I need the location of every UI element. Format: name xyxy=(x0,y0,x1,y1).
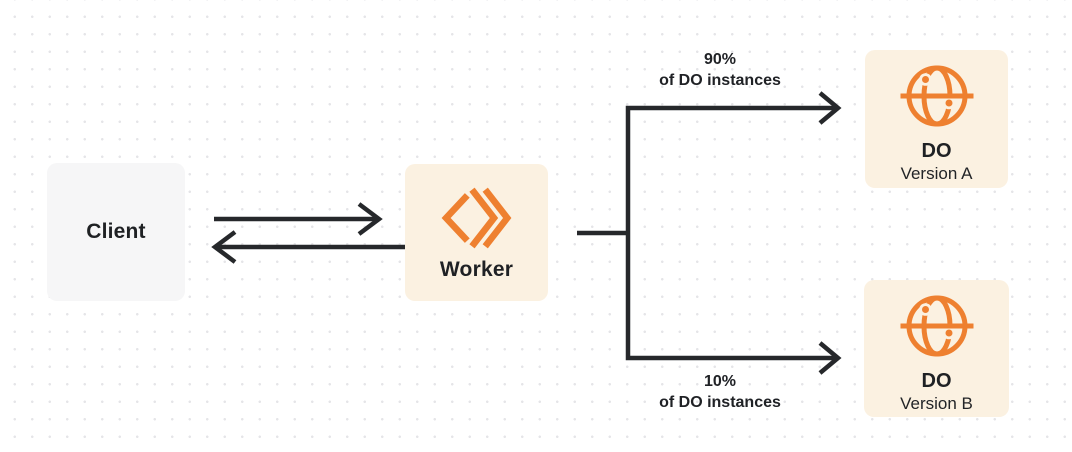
branch-b-percent: 10% xyxy=(703,373,737,390)
branch-split-line xyxy=(625,105,836,361)
branch-b-label: 10% of DO instances xyxy=(600,371,840,413)
do-version-a-node: DO Version A xyxy=(865,50,1008,188)
do-version-b-node: DO Version B xyxy=(864,280,1009,417)
branch-b-caption: of DO instances xyxy=(659,394,781,411)
worker-node: Worker xyxy=(405,164,548,301)
do-b-subtitle: Version B xyxy=(900,394,973,413)
client-label: Client xyxy=(86,220,146,243)
branch-a-percent: 90% xyxy=(703,51,737,68)
arrow-client-to-worker-head xyxy=(357,202,383,236)
arrow-to-version-b-head xyxy=(818,341,842,375)
arrow-to-version-a-head xyxy=(818,91,842,125)
worker-label: Worker xyxy=(439,257,514,281)
branch-a-caption: of DO instances xyxy=(659,72,781,89)
do-b-title: DO xyxy=(921,370,952,392)
globe-icon xyxy=(900,295,973,357)
worker-brackets-icon xyxy=(441,187,511,248)
do-a-subtitle: Version A xyxy=(900,164,973,183)
branch-a-label: 90% of DO instances xyxy=(600,49,840,91)
globe-icon xyxy=(900,65,973,127)
do-a-title: DO xyxy=(921,140,952,162)
arrow-worker-to-client-head xyxy=(211,230,237,264)
client-node: Client xyxy=(47,163,185,301)
